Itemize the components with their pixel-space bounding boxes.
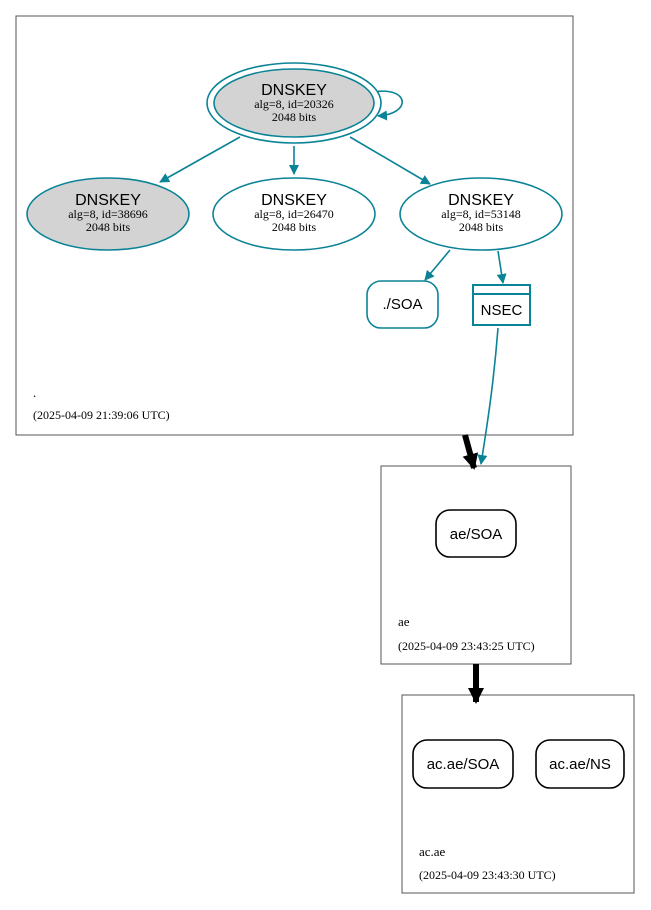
dnskey-node-20326[interactable]: DNSKEY alg=8, id=20326 2048 bits xyxy=(206,62,382,144)
rrset-acae-soa-label: ac.ae/SOA xyxy=(427,756,500,773)
dnskey-20326-title: DNSKEY xyxy=(261,82,327,99)
dnskey-38696-body xyxy=(26,177,190,251)
rrset-acae-ns-box xyxy=(535,739,625,789)
dnskey-26470-alg-id: alg=8, id=26470 xyxy=(254,207,334,221)
edge-53148-to-soa xyxy=(424,249,451,281)
nsec-box xyxy=(472,284,531,326)
rrset-ae-soa[interactable]: ae/SOA xyxy=(435,509,517,558)
zone-acae-name: ac.ae xyxy=(419,844,446,859)
zone-ae-timestamp: (2025-04-09 23:43:25 UTC) xyxy=(398,639,535,653)
edge-ksk-to-53148 xyxy=(349,136,431,185)
dnskey-38696-title: DNSKEY xyxy=(75,192,141,209)
dnskey-node-26470[interactable]: DNSKEY alg=8, id=26470 2048 bits xyxy=(212,177,376,251)
dnskey-38696-alg-id: alg=8, id=38696 xyxy=(68,207,148,221)
rrset-root-soa[interactable]: ./SOA xyxy=(366,280,439,329)
dnskey-20326-body xyxy=(213,68,375,138)
dnskey-26470-bits: 2048 bits xyxy=(272,220,317,234)
delegation-root-to-ae xyxy=(462,434,479,470)
zone-acae-timestamp: (2025-04-09 23:43:30 UTC) xyxy=(419,868,556,882)
edge-nsec-to-ae xyxy=(477,327,499,465)
dnskey-node-53148[interactable]: DNSKEY alg=8, id=53148 2048 bits xyxy=(399,177,563,251)
rrset-acae-soa-box xyxy=(412,739,514,789)
rrset-acae-soa[interactable]: ac.ae/SOA xyxy=(412,739,514,789)
rrset-acae-ns[interactable]: ac.ae/NS xyxy=(535,739,625,789)
dnskey-53148-bits: 2048 bits xyxy=(459,220,504,234)
rrset-root-soa-box xyxy=(366,280,439,329)
edge-ksk-self-loop xyxy=(372,90,403,121)
dnskey-53148-title: DNSKEY xyxy=(448,192,514,209)
nsec-label: NSEC xyxy=(481,302,523,319)
dnskey-38696-bits: 2048 bits xyxy=(86,220,131,234)
dnskey-53148-body xyxy=(399,177,563,251)
zone-ae-box xyxy=(380,465,572,665)
dnskey-node-38696[interactable]: DNSKEY alg=8, id=38696 2048 bits xyxy=(26,177,190,251)
rrset-root-soa-label: ./SOA xyxy=(382,296,422,313)
dnskey-26470-title: DNSKEY xyxy=(261,192,327,209)
dnskey-53148-alg-id: alg=8, id=53148 xyxy=(441,207,521,221)
edge-53148-to-nsec xyxy=(496,250,507,284)
rrset-ae-soa-label: ae/SOA xyxy=(450,526,503,543)
edge-ksk-to-38696 xyxy=(159,136,241,183)
zone-root-timestamp: (2025-04-09 21:39:06 UTC) xyxy=(33,408,170,422)
dnskey-20326-alg-id: alg=8, id=20326 xyxy=(254,97,334,111)
nsec-node[interactable]: NSEC xyxy=(472,284,531,326)
dnskey-20326-bits: 2048 bits xyxy=(272,110,317,124)
dnskey-26470-body xyxy=(212,177,376,251)
zone-acae-box xyxy=(401,694,635,894)
zone-ae-name: ae xyxy=(398,614,410,629)
rrset-ae-soa-box xyxy=(435,509,517,558)
rrset-acae-ns-label: ac.ae/NS xyxy=(549,756,611,773)
zone-root-name: . xyxy=(33,385,36,400)
